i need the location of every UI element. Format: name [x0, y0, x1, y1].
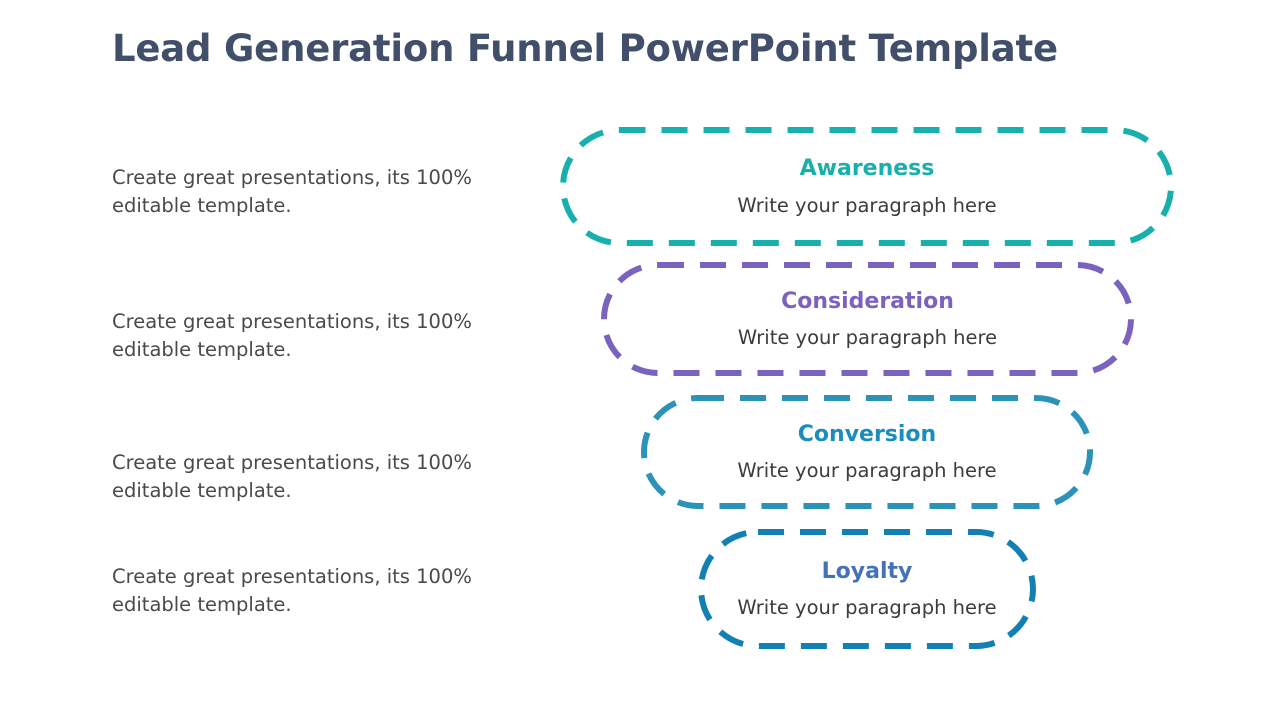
- description-text-awareness: Create great presentations, its 100% edi…: [112, 166, 472, 217]
- description-text-consideration: Create great presentations, its 100% edi…: [112, 310, 472, 361]
- stage-body-awareness: Write your paragraph here: [737, 193, 997, 217]
- stage-dashed-outline-consideration: [601, 262, 1134, 376]
- funnel-stage-consideration[interactable]: Consideration Write your paragraph here: [601, 262, 1134, 376]
- stage-body-consideration: Write your paragraph here: [737, 326, 998, 349]
- stage-text-conversion: Conversion Write your paragraph here: [641, 395, 1093, 509]
- funnel-stage-conversion[interactable]: Conversion Write your paragraph here: [641, 395, 1093, 509]
- stage-title-loyalty: Loyalty: [821, 558, 913, 584]
- stage-text-awareness: Awareness Write your paragraph here: [560, 127, 1174, 246]
- stage-dashed-outline-loyalty: [698, 529, 1036, 649]
- description-text-conversion: Create great presentations, its 100% edi…: [112, 451, 472, 502]
- stage-title-awareness: Awareness: [799, 156, 935, 182]
- stage-dashed-outline-conversion: [641, 395, 1093, 509]
- stage-title-consideration: Consideration: [781, 288, 954, 314]
- stage-body-loyalty: Write your paragraph here: [737, 596, 997, 619]
- stage-text-loyalty: Loyalty Write your paragraph here: [698, 529, 1036, 649]
- stage-title-conversion: Conversion: [797, 421, 937, 447]
- funnel-stage-awareness[interactable]: Awareness Write your paragraph here: [560, 127, 1174, 246]
- stage-body-conversion: Write your paragraph here: [737, 459, 997, 482]
- stage-text-consideration: Consideration Write your paragraph here: [601, 262, 1134, 376]
- funnel-stage-loyalty[interactable]: Loyalty Write your paragraph here: [698, 529, 1036, 649]
- description-column: Create great presentations, its 100% edi…: [112, 0, 512, 720]
- description-text-loyalty: Create great presentations, its 100% edi…: [112, 565, 472, 616]
- page-title: Lead Generation Funnel PowerPoint Templa…: [112, 27, 1058, 70]
